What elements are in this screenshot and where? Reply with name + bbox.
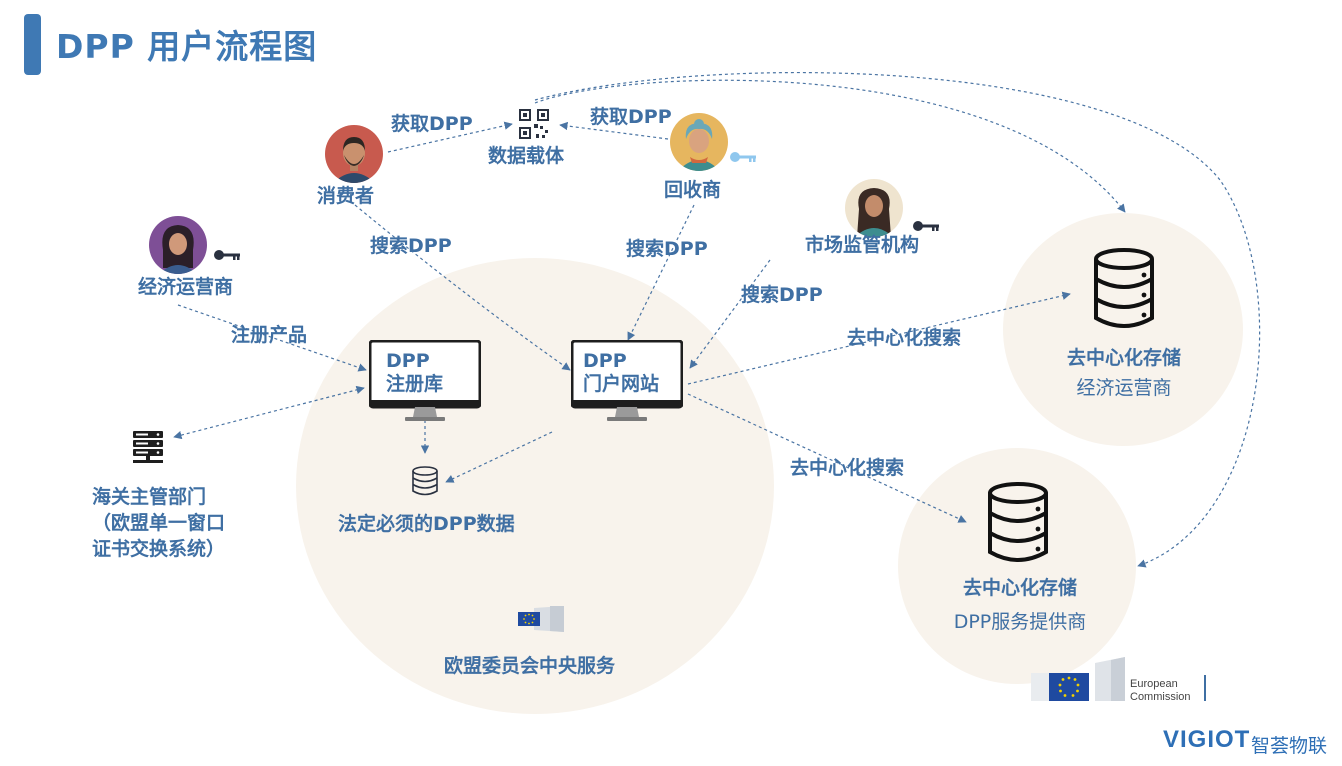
registry-monitor-icon <box>369 340 481 421</box>
database-icon <box>412 466 438 496</box>
edge-label-recycler-get: 获取DPP <box>590 106 672 128</box>
storage-operator-subtitle: 经济运营商 <box>1076 377 1172 399</box>
eu-commission-line1: European <box>1130 678 1178 690</box>
customs-label-line3: 证书交换系统） <box>92 538 226 560</box>
edge-label-decentral-search-1: 去中心化搜索 <box>847 327 962 349</box>
key-icon <box>214 250 240 260</box>
eu-central-label: 欧盟委员会中央服务 <box>444 655 616 677</box>
server-icon <box>133 431 163 463</box>
eu-commission-logo-small <box>518 606 564 632</box>
economic-operator-label: 经济运营商 <box>138 276 234 298</box>
edge-label-consumer-search: 搜索DPP <box>370 235 452 257</box>
consumer-label: 消费者 <box>317 185 375 207</box>
storage-operator-title: 去中心化存储 <box>1066 347 1181 369</box>
edge-label-decentral-search-2: 去中心化搜索 <box>790 457 905 479</box>
storage-provider-title: 去中心化存储 <box>962 577 1077 599</box>
economic-operator-avatar <box>149 216 207 274</box>
customs-label-line1: 海关主管部门 <box>92 486 207 508</box>
edge-carrier-storage1 <box>534 79 1126 213</box>
key-icon <box>913 221 939 231</box>
edge-authority-portal <box>689 259 771 369</box>
portal-monitor-icon <box>571 340 683 421</box>
portal-label-line1: DPP <box>583 350 627 372</box>
qr-code-icon <box>519 109 549 139</box>
portal-label-line2: 门户网站 <box>583 372 660 395</box>
registry-label-line2: 注册库 <box>386 372 444 395</box>
market-authority-avatar <box>845 179 903 237</box>
registry-label: DPP 注册库 <box>386 350 443 396</box>
page-title: DPP 用户流程图 <box>56 27 318 66</box>
edge-portal-data <box>445 431 553 483</box>
recycler-avatar <box>670 113 728 171</box>
edge-recycler-carrier <box>559 121 669 140</box>
storage-provider-area <box>898 448 1136 684</box>
edge-recycler-portal <box>627 204 695 341</box>
edge-consumer-portal <box>354 204 571 371</box>
database-icon <box>988 482 1048 562</box>
edge-registry-customs <box>173 385 365 440</box>
key-icon <box>730 152 756 162</box>
edge-label-recycler-search: 搜索DPP <box>626 238 708 260</box>
edge-label-authority-search: 搜索DPP <box>741 284 823 306</box>
storage-provider-subtitle: DPP服务提供商 <box>953 611 1087 633</box>
eu-commission-line2: Commission <box>1130 691 1191 704</box>
mandatory-data-label: 法定必须的DPP数据 <box>338 513 515 535</box>
customs-label: 海关主管部门 （欧盟单一窗口 证书交换系统） <box>92 484 225 562</box>
eu-commission-logo-text: European Commission <box>1130 678 1191 704</box>
market-authority-label: 市场监管机构 <box>805 234 920 256</box>
eu-central-area <box>296 258 774 714</box>
customs-label-line2: （欧盟单一窗口 <box>92 512 226 534</box>
title-accent-bar <box>24 14 41 75</box>
consumer-avatar <box>325 125 383 183</box>
eu-flag-icon <box>1031 657 1125 701</box>
vigiot-logo: VIGIOT <box>1163 726 1251 753</box>
registry-label-line1: DPP <box>386 350 430 372</box>
recycler-label: 回收商 <box>664 179 722 201</box>
portal-label: DPP 门户网站 <box>583 350 659 396</box>
edge-label-register-product: 注册产品 <box>231 324 308 346</box>
database-icon <box>1094 248 1154 328</box>
data-carrier-label: 数据载体 <box>488 145 565 167</box>
eu-commission-divider <box>1204 675 1206 701</box>
edge-label-consumer-get: 获取DPP <box>391 113 473 135</box>
vigiot-logo-cn: 智荟物联 <box>1251 735 1328 757</box>
edge-carrier-storage2 <box>534 72 1261 568</box>
